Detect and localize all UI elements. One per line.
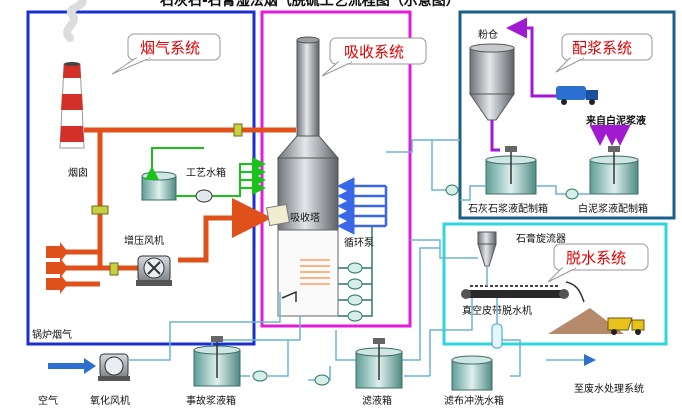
hydrocyclone: [477, 231, 497, 267]
raw-gas-duct: [178, 198, 272, 263]
page-title: 石灰石-石膏湿法烟气脱硫工艺流程图（示意图）: [159, 0, 460, 9]
boiler-flue-gas-label: 锅炉烟气: [32, 328, 72, 341]
white-mud-tank: [589, 146, 639, 195]
limestone-tank: [485, 146, 537, 195]
damper-inlet: [109, 262, 119, 276]
oxidation-fan: [98, 353, 130, 381]
dump-truck: [607, 317, 645, 335]
slurry-pump-1: [445, 184, 459, 196]
filter-cloth-tank-label: 滤布冲洗水箱: [444, 394, 504, 407]
damper-top: [233, 123, 243, 137]
chimney: [59, 0, 87, 149]
emergency-tank-label: 事故浆液箱: [186, 394, 236, 407]
absorber-tower: [266, 36, 340, 317]
callout-slurry: 配浆系统: [555, 33, 653, 73]
wastewater-label: 至废水处理系统: [574, 382, 644, 395]
belt-filter: [461, 281, 585, 303]
damper-bypass: [91, 205, 109, 215]
circulation-pumps: [338, 226, 373, 322]
white-mud-tank-label: 白泥浆液配制箱: [578, 202, 648, 215]
filtrate-tank: [355, 338, 403, 389]
booster-fan-label: 增压风机: [124, 234, 164, 247]
slurry-system-label: 配浆系统: [572, 39, 632, 57]
slurry-spray-arrows: [337, 177, 388, 235]
agitator: [281, 290, 297, 302]
water-pump: [195, 189, 213, 203]
filtrate-pump: [314, 374, 330, 386]
callout-dewatering: 脱水系统: [547, 243, 649, 283]
emergency-slurry-tank: [193, 336, 241, 387]
booster-fan: [136, 255, 172, 286]
flue-gas-system-label: 烟气系统: [140, 39, 200, 57]
air-label: 空气: [38, 394, 58, 407]
process-water-tank-label: 工艺水箱: [186, 166, 226, 179]
dewatering-system-label: 脱水系统: [566, 249, 626, 267]
filtrate-tank-label: 滤液箱: [362, 394, 392, 407]
powder-silo: [469, 43, 515, 121]
slurry-pump-2: [565, 188, 579, 200]
limestone-tank-label: 石灰石浆液配制箱: [468, 202, 548, 215]
filter-cloth-wash-tank: [451, 355, 493, 391]
oxidation-fan-label: 氧化风机: [90, 394, 130, 407]
mist-eliminator: [266, 203, 290, 227]
absorption-system-label: 吸收系统: [344, 43, 404, 61]
water-lines: [145, 147, 266, 197]
chimney-label: 烟囱: [68, 166, 88, 179]
hydrocyclone-label: 石膏旋流器: [516, 232, 566, 245]
callout-flue-gas: 烟气系统: [111, 33, 221, 75]
tanker-truck: [556, 86, 598, 105]
emergency-pump: [252, 370, 268, 382]
wastewater-arrow: [584, 354, 596, 366]
gypsum-pile: [548, 308, 624, 334]
callout-absorption: 吸收系统: [321, 37, 427, 77]
oxidation-air-pipe: [128, 292, 281, 361]
powder-silo-label: 粉仓: [478, 28, 498, 41]
slurry-system-box: [458, 10, 676, 220]
vacuum-receiver: [491, 323, 503, 349]
white-mud-arrows: [589, 125, 631, 146]
dewatering-system-box: [442, 222, 668, 346]
circulation-pump-label: 循环泵: [344, 236, 374, 249]
absorber-label: 吸收塔: [290, 211, 320, 224]
spray-layers: [300, 259, 330, 285]
white-mud-source-label: 来自白泥浆液: [585, 114, 646, 127]
smoke-plume: [63, 0, 87, 42]
inlet-arrows: [46, 242, 68, 294]
process-water-tank: [141, 171, 177, 201]
